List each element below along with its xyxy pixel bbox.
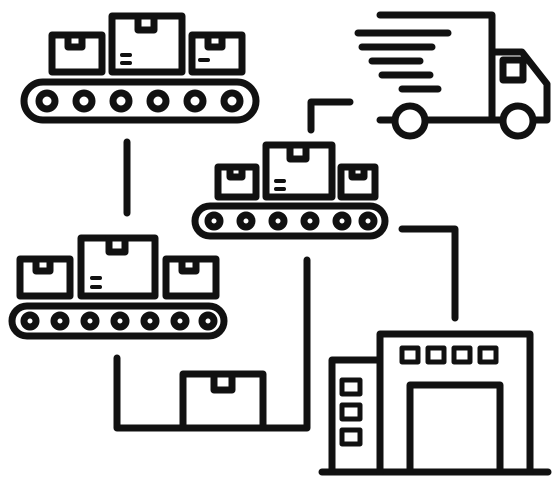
box-icon <box>262 141 336 201</box>
box-icon <box>188 31 246 76</box>
conveyor-bottom-left <box>8 234 228 340</box>
box-icon <box>337 163 379 201</box>
box-icon <box>179 370 267 432</box>
box-icon <box>108 12 186 76</box>
conveyor-belt-icon <box>191 202 389 240</box>
box-icon <box>48 31 106 76</box>
box-icon <box>162 255 220 300</box>
connector-line <box>398 225 459 322</box>
box-icon <box>16 255 74 300</box>
connector-line <box>307 98 354 134</box>
conveyor-top-left <box>20 12 260 124</box>
box-icon <box>214 163 260 201</box>
conveyor-middle <box>191 141 389 240</box>
warehouse-icon <box>318 330 552 476</box>
conveyor-belt-icon <box>20 78 260 124</box>
connector-line <box>113 256 311 432</box>
delivery-truck-icon <box>354 11 551 140</box>
conveyor-belt-icon <box>8 302 228 340</box>
box-icon <box>77 234 159 300</box>
